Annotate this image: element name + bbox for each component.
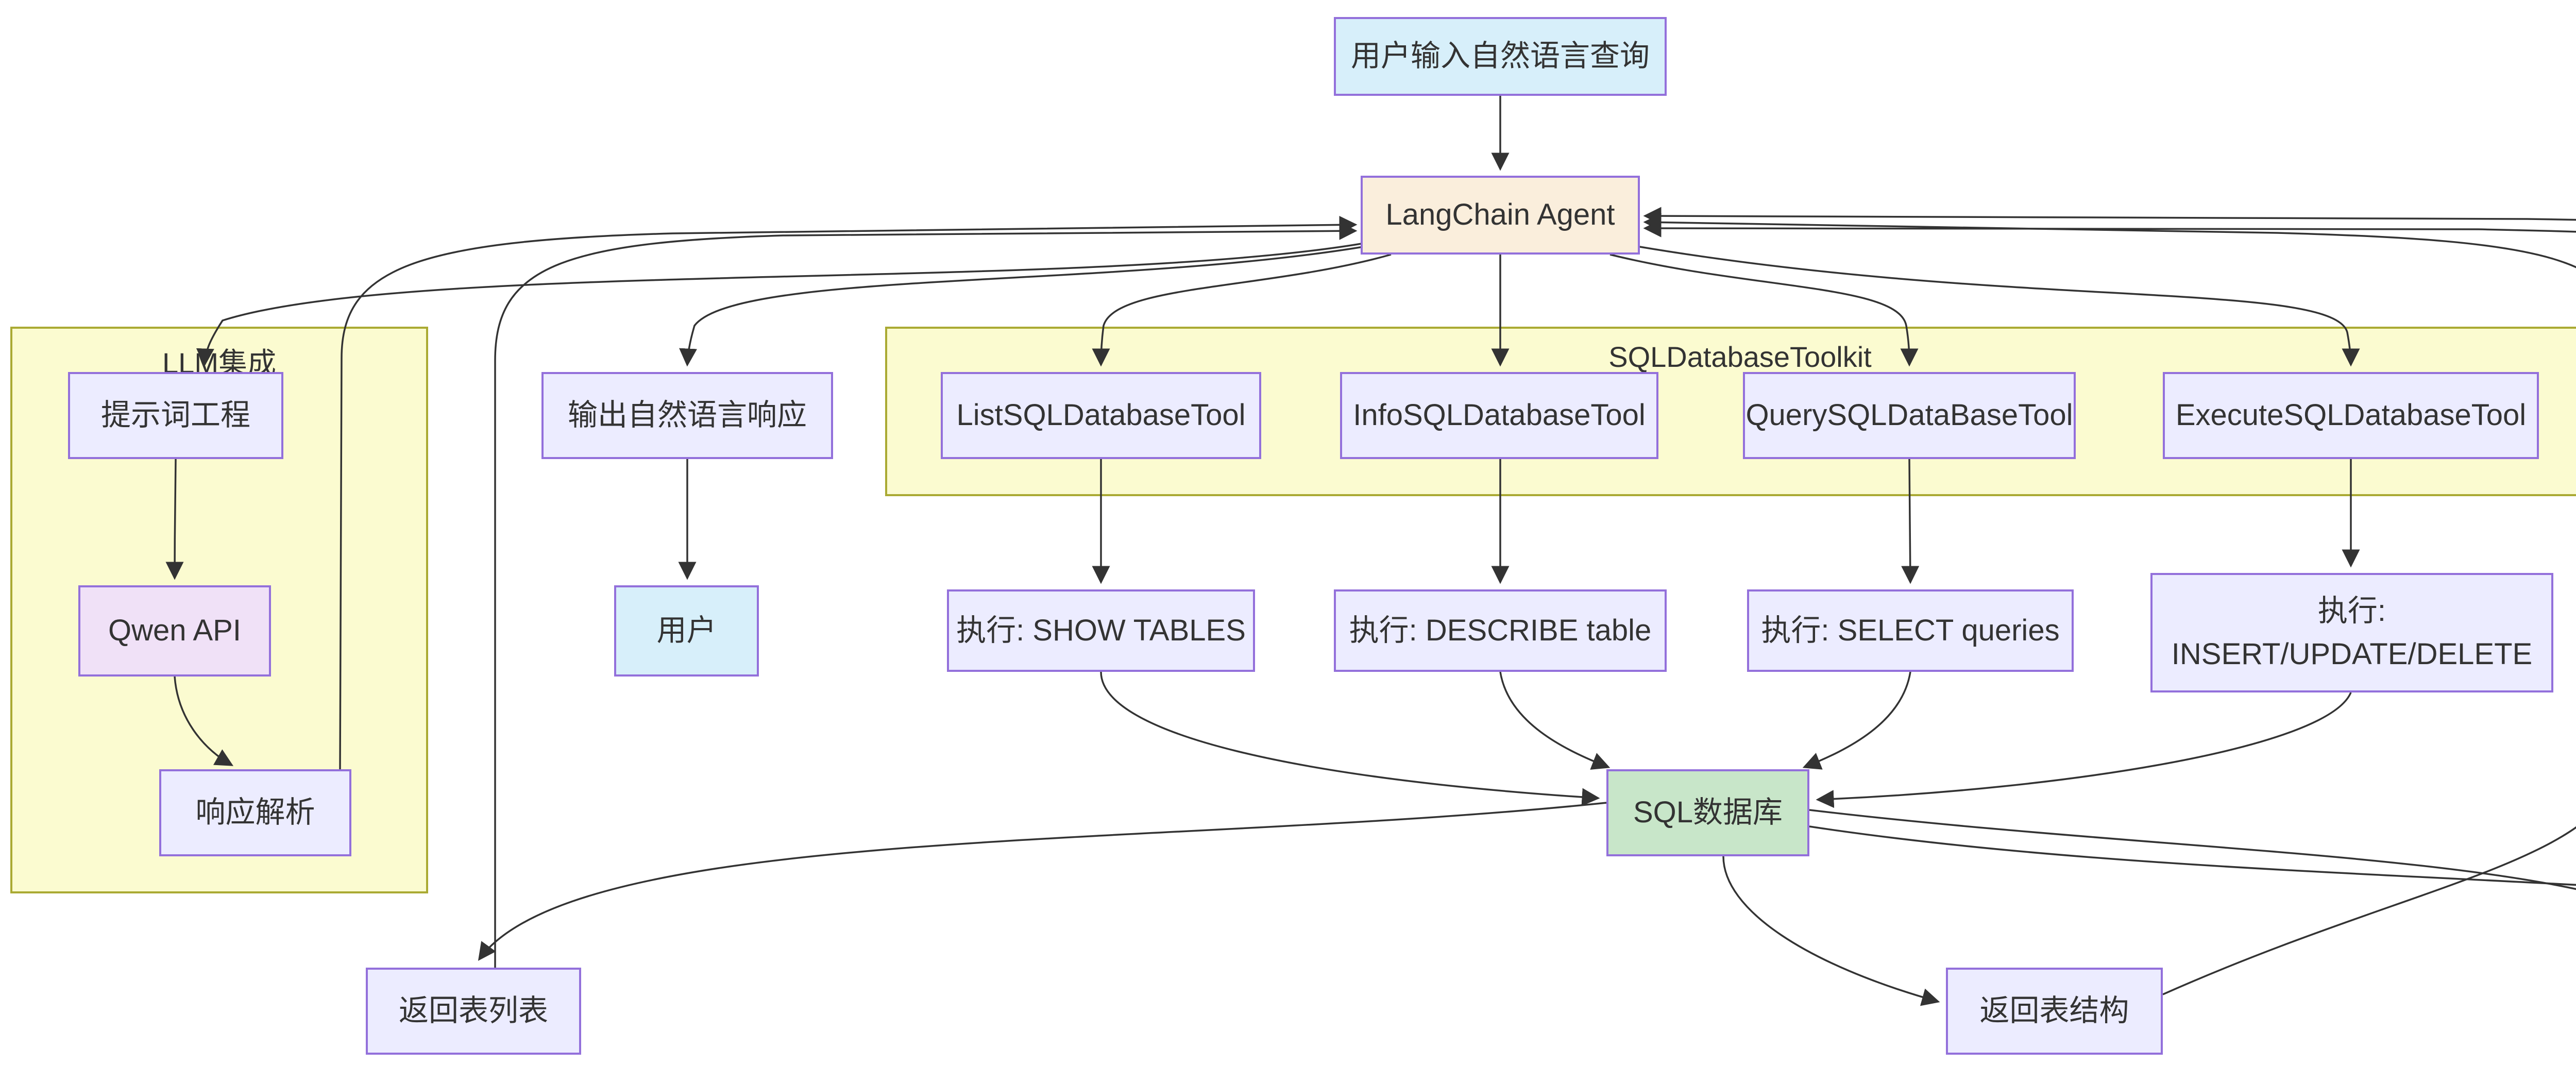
edge-describe-to-db <box>1499 671 1611 770</box>
node-qwen-api: Qwen API <box>78 585 271 677</box>
edge-tablelist-to-agent <box>494 222 1358 968</box>
edge-agent-to-listtool <box>1092 253 1392 367</box>
node-return-table-list: 返回表列表 <box>366 968 581 1055</box>
edge-querytool-to-select <box>1901 459 1920 584</box>
edge-showtables-to-db <box>1100 671 1600 806</box>
edge-prompt-to-qwen <box>165 459 184 580</box>
edge-iud-to-db <box>1816 692 2352 808</box>
node-user-input-label: 用户输入自然语言查询 <box>1350 39 1650 73</box>
edge-select-to-db <box>1802 671 1911 770</box>
edge-tablestruct-to-agent <box>1643 213 2576 995</box>
node-query-sql-database-tool: QuerySQLDataBaseTool <box>1743 372 2076 459</box>
edge-db-to-tablelist <box>478 802 1607 961</box>
node-exec-select-queries-label: 执行: SELECT queries <box>1761 613 2060 647</box>
node-langchain-agent: LangChain Agent <box>1361 176 1640 255</box>
node-exec-insert-update-delete: 执行: INSERT/UPDATE/DELETE <box>2150 573 2553 692</box>
node-sql-database: SQL数据库 <box>1606 769 1809 856</box>
node-exec-iud-label-line1: 执行: <box>2317 594 2386 628</box>
node-response-parsing-label: 响应解析 <box>195 796 315 830</box>
node-list-sql-database-tool: ListSQLDatabaseTool <box>941 372 1261 459</box>
edge-agent-to-querytool <box>1609 253 1919 367</box>
edge-agent-to-exectool <box>1636 245 2360 367</box>
node-info-sql-database-tool-label: InfoSQLDatabaseTool <box>1353 398 1646 432</box>
node-list-sql-database-tool-label: ListSQLDatabaseTool <box>956 398 1246 432</box>
node-return-table-struct: 返回表结构 <box>1946 968 2163 1055</box>
node-user-input: 用户输入自然语言查询 <box>1334 17 1667 96</box>
node-exec-describe-table: 执行: DESCRIBE table <box>1334 589 1667 672</box>
edge-qwen-to-respparse <box>174 676 234 766</box>
node-user: 用户 <box>614 585 759 677</box>
node-return-table-struct-label: 返回表结构 <box>1979 994 2129 1028</box>
node-prompt-engineering-label: 提示词工程 <box>100 398 250 432</box>
node-user-label: 用户 <box>656 614 717 648</box>
node-output-response: 输出自然语言响应 <box>541 372 833 459</box>
node-query-sql-database-tool-label: QuerySQLDataBaseTool <box>1745 398 2073 432</box>
node-exec-select-queries: 执行: SELECT queries <box>1747 589 2074 672</box>
node-return-table-list-label: 返回表列表 <box>398 994 548 1028</box>
node-execute-sql-database-tool-label: ExecuteSQLDatabaseTool <box>2175 398 2527 432</box>
container-sql-toolkit-label: SQLDatabaseToolkit <box>1608 341 1872 373</box>
node-output-response-label: 输出自然语言响应 <box>567 398 807 432</box>
node-langchain-agent-label: LangChain Agent <box>1385 198 1615 232</box>
edge-agent-to-output <box>679 245 1367 367</box>
node-exec-show-tables-label: 执行: SHOW TABLES <box>956 613 1246 647</box>
node-exec-show-tables: 执行: SHOW TABLES <box>947 589 1255 672</box>
node-execute-sql-database-tool: ExecuteSQLDatabaseTool <box>2163 372 2539 459</box>
node-prompt-engineering: 提示词工程 <box>68 372 283 459</box>
node-sql-database-label: SQL数据库 <box>1633 796 1783 830</box>
edge-db-to-execstatus <box>1809 825 2576 886</box>
node-exec-iud-label-line2: INSERT/UPDATE/DELETE <box>2171 637 2533 671</box>
node-response-parsing: 响应解析 <box>159 769 351 856</box>
node-exec-describe-table-label: 执行: DESCRIBE table <box>1349 613 1652 647</box>
node-info-sql-database-tool: InfoSQLDatabaseTool <box>1340 372 1658 459</box>
edge-db-to-tablestruct <box>1722 856 1940 1006</box>
edge-respparse-to-agent <box>339 215 1358 770</box>
edge-agent-to-prompt <box>196 242 1365 367</box>
node-qwen-api-label: Qwen API <box>108 614 241 648</box>
edge-db-to-queryresult <box>1809 809 2576 890</box>
